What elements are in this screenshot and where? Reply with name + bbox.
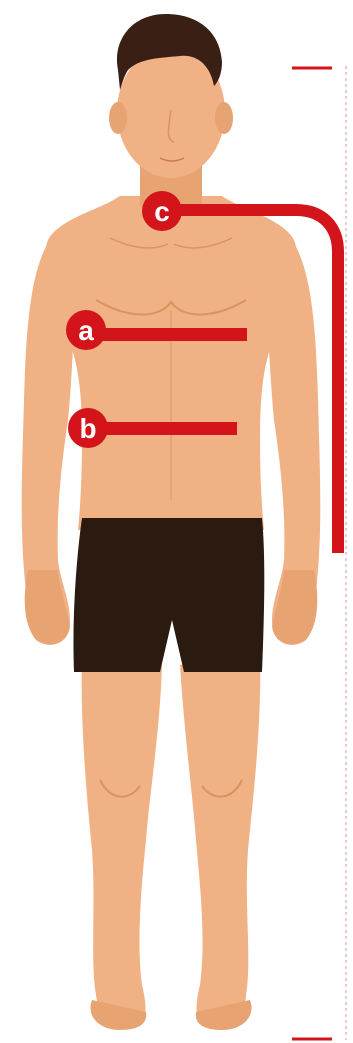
- measurement-b-label: b: [79, 413, 96, 444]
- measurement-a-line: [92, 328, 247, 341]
- shorts: [73, 518, 264, 672]
- measurement-b-line: [96, 422, 237, 435]
- left-hand: [25, 570, 70, 645]
- left-leg: [82, 650, 162, 1025]
- measurement-c-label: c: [154, 196, 170, 227]
- right-hand: [272, 570, 317, 645]
- human-figure: [22, 14, 321, 1030]
- right-ear: [215, 102, 233, 134]
- measurement-a-label: a: [78, 315, 94, 346]
- right-leg: [180, 650, 260, 1026]
- left-ear: [109, 102, 127, 134]
